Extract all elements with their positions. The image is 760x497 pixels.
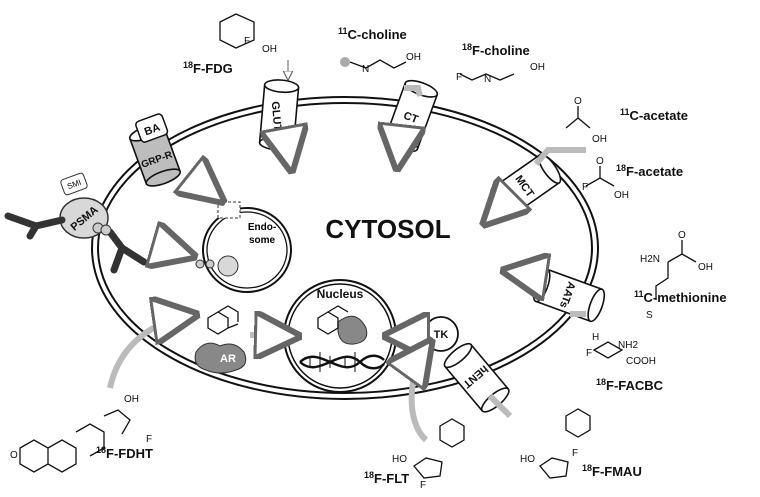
fmau-f-label: F bbox=[572, 448, 578, 459]
atom-labels: OH F N OH F N OH O OH O F OH H2N OH O S … bbox=[10, 36, 713, 491]
steroid-in-nucleus-icon bbox=[317, 305, 349, 335]
ba-ligand: BA bbox=[135, 113, 169, 143]
fdht-f-label: F bbox=[146, 434, 152, 445]
receptor-shape-in-nucleus bbox=[337, 315, 368, 345]
f-choline-structure-icon bbox=[459, 73, 515, 81]
f-acetate-structure-icon bbox=[585, 166, 615, 187]
tk-label: TK bbox=[434, 329, 449, 341]
fdht-o-label: O bbox=[10, 450, 18, 461]
svg-text:11C-choline: 11C-choline bbox=[338, 26, 407, 42]
flt-f-label: F bbox=[420, 480, 426, 491]
facbc-nh2-label: NH2 bbox=[618, 340, 638, 351]
glut-transporter: GLUT bbox=[258, 79, 300, 151]
fdg-structure-icon bbox=[219, 13, 255, 49]
f-choline-oh-label: OH bbox=[530, 62, 545, 73]
c-methionine-structure-icon bbox=[655, 240, 697, 300]
fdg-mass: 18 bbox=[183, 60, 193, 70]
cytosol-label: CYTOSOL bbox=[325, 214, 450, 244]
tracer-flt: 18F-FLT bbox=[364, 418, 465, 486]
fdht-oh-label: OH bbox=[124, 394, 139, 405]
tracer-fdht: 18F-FDHT bbox=[19, 409, 153, 473]
svg-text:18F-FMAU: 18F-FMAU bbox=[582, 463, 642, 479]
ar-label: AR bbox=[220, 353, 236, 365]
endosome-label-2: some bbox=[249, 235, 276, 246]
c-acetate-o-label: O bbox=[574, 96, 582, 107]
antibody-icon-right bbox=[106, 228, 148, 274]
internalized-grpr-icon bbox=[217, 201, 241, 219]
c-choline-n-label: N bbox=[362, 64, 369, 75]
tracer-c-acetate: 11C-acetate bbox=[565, 106, 688, 129]
methionine-h2n-label: H2N bbox=[640, 254, 660, 265]
tracer-facbc: 18F-FACBC bbox=[592, 341, 664, 393]
fmau-structure-icon bbox=[539, 408, 591, 479]
f-choline-f-label: F bbox=[456, 72, 462, 83]
fdg-name: F-FDG bbox=[193, 61, 233, 76]
c-choline-structure-icon bbox=[349, 59, 407, 69]
thymidine-kinase: TK bbox=[423, 316, 459, 352]
tracer-f-acetate: 18F-acetate bbox=[585, 163, 683, 187]
facbc-cooh-label: COOH bbox=[626, 356, 656, 367]
cell-membrane bbox=[91, 96, 599, 400]
tracer-f-choline: 18F-choline bbox=[459, 42, 530, 81]
facbc-h-label: H bbox=[592, 332, 599, 343]
facbc-f-label: F bbox=[586, 348, 592, 359]
f-choline-n-label: N bbox=[484, 74, 491, 85]
steroid-in-cytosol-icon bbox=[207, 305, 239, 335]
svg-text:11C-acetate: 11C-acetate bbox=[620, 107, 688, 123]
flt-ho-label: HO bbox=[392, 454, 407, 465]
fdg-f-label: F bbox=[244, 36, 250, 47]
svg-text:11C-methionine: 11C-methionine bbox=[634, 289, 727, 305]
svg-text:18F-acetate: 18F-acetate bbox=[616, 163, 683, 179]
nucleus-label: Nucleus bbox=[317, 287, 364, 301]
ba-label: BA bbox=[143, 122, 162, 139]
f-acetate-oh-label: OH bbox=[614, 190, 629, 201]
svg-text:18F-choline: 18F-choline bbox=[462, 42, 530, 58]
internalized-psma-icon bbox=[217, 255, 239, 277]
svg-text:18F-FACBC: 18F-FACBC bbox=[596, 377, 664, 393]
c-choline-oh-label: OH bbox=[406, 52, 421, 63]
fmau-ho-label: HO bbox=[520, 454, 535, 465]
tracer-c-methionine: 11C-methionine bbox=[634, 240, 727, 305]
psma-complex: PSMA SMI bbox=[4, 172, 148, 274]
dna-helix-icon bbox=[299, 352, 385, 372]
endosome-label-1: Endo- bbox=[248, 222, 276, 233]
f-acetate-o-label: O bbox=[596, 156, 604, 167]
fdg-oh-label: OH bbox=[262, 44, 277, 55]
c-acetate-oh-label: OH bbox=[592, 134, 607, 145]
methionine-s-label: S bbox=[646, 310, 653, 321]
tracer-fdg: 18F-FDG bbox=[183, 13, 255, 76]
antibody-icon-left bbox=[4, 212, 66, 240]
endosome: Endo- some bbox=[195, 201, 292, 293]
tracer-c-choline: 11C-choline bbox=[338, 26, 407, 69]
svg-text:18F-FLT: 18F-FLT bbox=[364, 470, 409, 486]
fdht-structure-icon bbox=[19, 409, 131, 473]
c-acetate-structure-icon bbox=[565, 106, 591, 129]
methionine-oh-label: OH bbox=[698, 262, 713, 273]
svg-text:18F-FDG: 18F-FDG bbox=[183, 60, 233, 76]
flt-structure-icon bbox=[413, 418, 465, 479]
aats-transporter: AATs bbox=[532, 268, 606, 323]
tracer-fmau: 18F-FMAU bbox=[539, 408, 642, 479]
facbc-structure-icon bbox=[592, 341, 624, 359]
uptake-arrows bbox=[107, 60, 586, 443]
methionine-o-label: O bbox=[678, 230, 686, 241]
nucleus: Nucleus bbox=[283, 279, 397, 393]
f-acetate-f-label: F bbox=[582, 182, 588, 193]
androgen-receptor: AR bbox=[194, 305, 247, 374]
